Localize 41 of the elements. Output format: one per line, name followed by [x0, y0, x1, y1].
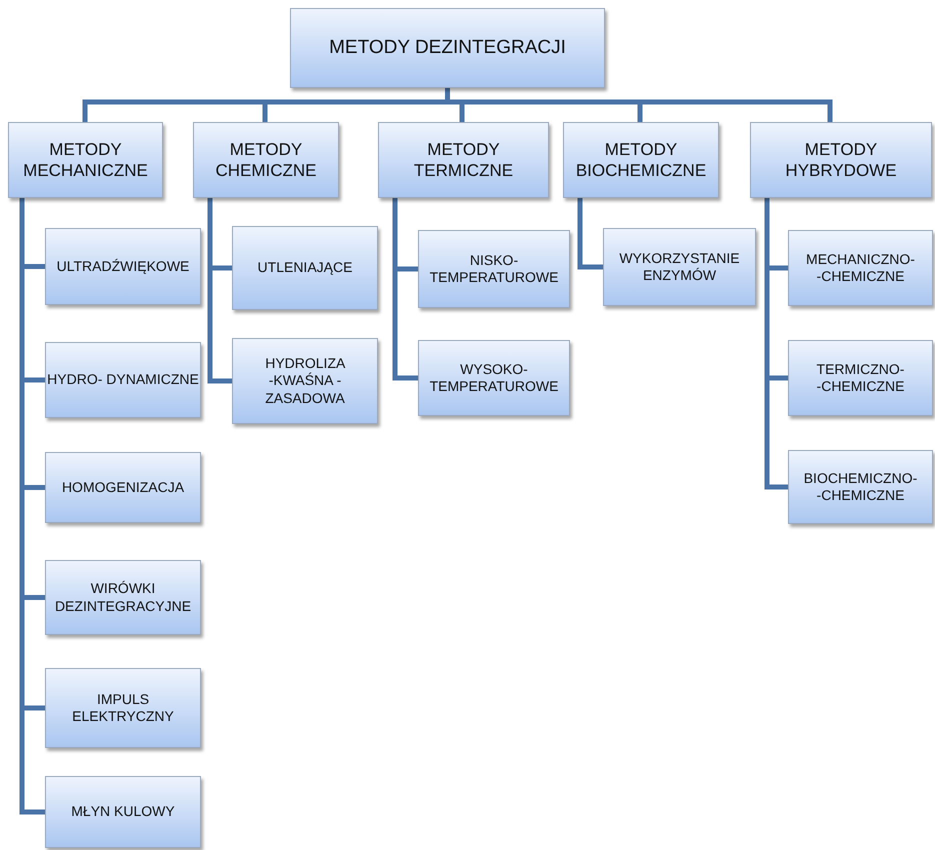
category-box [378, 122, 549, 198]
node-label: METODY CHEMICZNE [214, 138, 318, 182]
category-box [232, 226, 378, 310]
node-label: MECHANICZNO- -CHEMICZNE [806, 250, 915, 286]
category-box [232, 338, 378, 424]
category-box [45, 228, 201, 305]
category-box [8, 122, 163, 198]
node-label: HYDRO- DYNAMICZNE [47, 371, 199, 389]
category-box [45, 776, 201, 848]
category-box [603, 228, 756, 306]
category-box [750, 122, 932, 198]
node-label: UTLENIAJĄCE [258, 259, 352, 277]
node-label: BIOCHEMICZNO- -CHEMICZNE [804, 470, 918, 504]
node-label: WIRÓWKI DEZINTEGRACYJNE [54, 580, 192, 615]
category-box [788, 450, 933, 524]
category-box [45, 668, 201, 748]
category-box [45, 342, 201, 418]
node-label: METODY MECHANICZNE [22, 138, 149, 182]
category-box [45, 560, 201, 635]
node-label: WYKORZYSTANIE ENZYMÓW [618, 250, 741, 284]
category-box [418, 230, 570, 308]
category-box [563, 122, 719, 198]
node-label: NISKO- TEMPERATUROWE [430, 252, 558, 286]
category-box [418, 340, 570, 416]
node-label: HOMOGENIZACJA [62, 478, 184, 496]
node-label: METODY BIOCHEMICZNE [574, 138, 708, 182]
category-box [788, 340, 933, 416]
node-label: METODY HYBRYDOWE [784, 138, 898, 182]
node-label: ULTRADŹWIĘKOWE [56, 258, 190, 276]
root-box [290, 8, 605, 88]
node-label: WYSOKO- TEMPERATUROWE [430, 360, 558, 396]
connector-line [578, 198, 603, 270]
category-box [45, 452, 201, 523]
node-label: METODY DEZINTEGRACJI [329, 36, 566, 60]
category-box [193, 122, 339, 198]
node-label: TERMICZNO- -CHEMICZNE [816, 360, 904, 396]
node-label: HYDROLIZA -KWAŚNA -ZASADOWA [265, 354, 345, 408]
node-label: MŁYN KULOWY [71, 803, 175, 821]
category-box [788, 230, 933, 306]
node-label: METODY TERMICZNE [412, 138, 514, 182]
node-label: IMPULS ELEKTRYCZNY [71, 690, 175, 726]
